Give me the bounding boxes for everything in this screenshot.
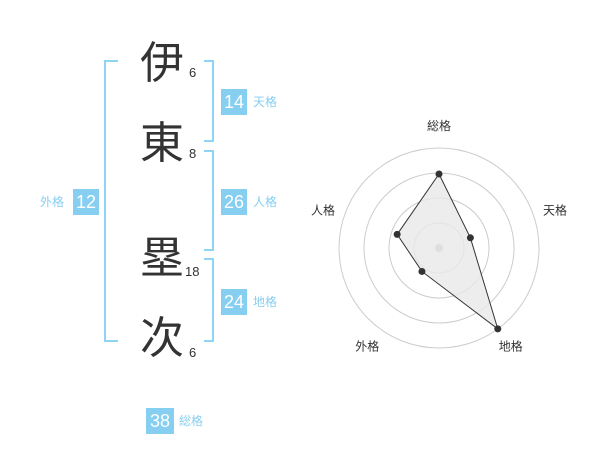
jinkaku-value: 26: [221, 189, 247, 215]
radar-axis-label-4: 外格: [355, 339, 379, 354]
jinkaku-bracket: [204, 150, 214, 251]
stroke-count-2: 8: [189, 146, 197, 161]
radar-point-3: [494, 325, 502, 333]
chikaku-label: 地格: [253, 295, 278, 309]
name-char-2: 東: [140, 118, 184, 169]
name-char-3: 塁: [140, 233, 184, 284]
tenkaku-value: 14: [221, 89, 247, 115]
chikaku-value: 24: [221, 289, 247, 315]
radar-point-4: [418, 267, 426, 275]
radar-point-5: [393, 230, 401, 238]
gaikaku-bracket: [104, 60, 118, 342]
chikaku-bracket: [204, 258, 214, 342]
jinkaku-label: 人格: [253, 195, 278, 209]
radar-axis-label-2: 天格: [543, 202, 567, 217]
radar-axis-label-1: 総格: [427, 118, 451, 133]
radar-axis-label-5: 人格: [311, 202, 335, 217]
gaikaku-label: 外格: [40, 195, 65, 209]
soukaku-label: 総格: [179, 414, 204, 428]
tenkaku-bracket: [204, 60, 214, 142]
radar-point-1: [435, 170, 443, 178]
stroke-count-4: 6: [189, 345, 197, 360]
stroke-count-1: 6: [189, 65, 197, 80]
name-char-1: 伊: [140, 38, 184, 89]
radar-axis-label-3: 地格: [499, 339, 523, 354]
radar-series-polygon: [396, 173, 499, 331]
gaikaku-value: 12: [73, 189, 99, 215]
name-char-4: 次: [140, 313, 184, 364]
soukaku-value: 38: [146, 408, 174, 434]
radar-point-2: [466, 234, 474, 242]
tenkaku-label: 天格: [253, 95, 278, 109]
stroke-count-3: 18: [185, 264, 200, 279]
radar-ring-4: [338, 147, 540, 349]
